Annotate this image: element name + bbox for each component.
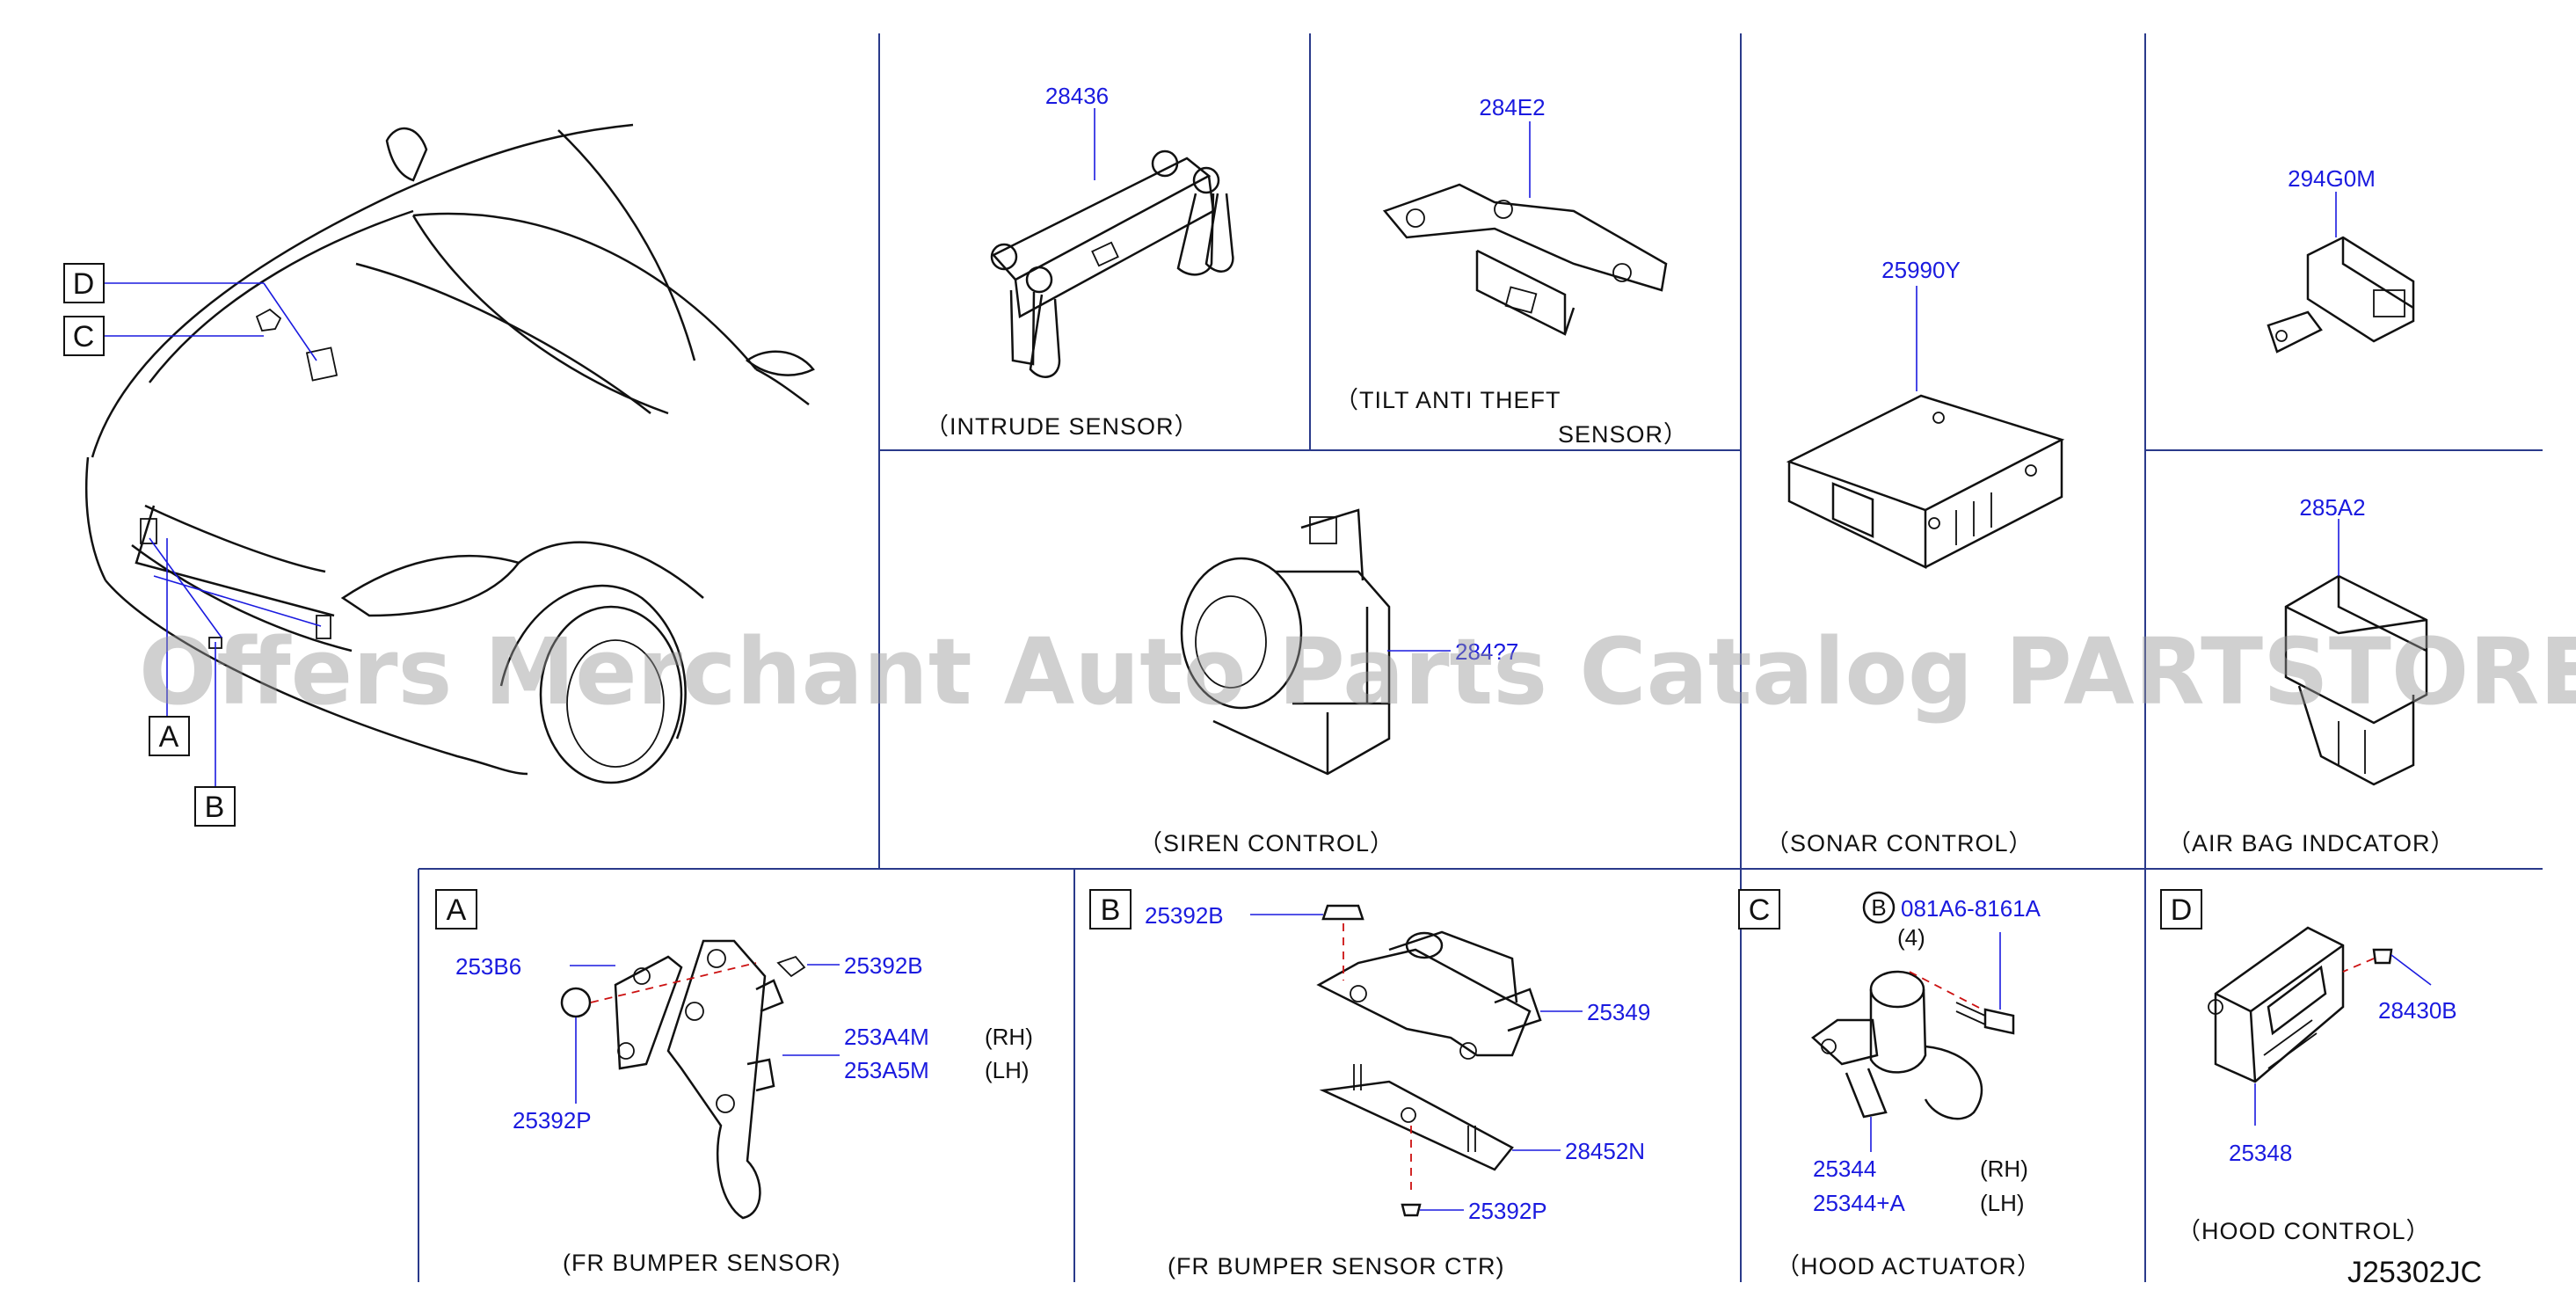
caption-fr-bumper-sensor-ctr: (FR BUMPER SENSOR CTR)	[1168, 1253, 1505, 1279]
part-number-25349: 25349	[1587, 999, 1650, 1025]
fr-bumper-hidden-line	[590, 962, 757, 1003]
panel-c-label: C	[1749, 893, 1771, 927]
car-callout-leaders	[104, 282, 322, 787]
caption-sonar-control: （SONAR CONTROL）	[1765, 830, 2034, 857]
side-rh-a: (RH)	[985, 1024, 1033, 1050]
panel-b-label: B	[1101, 893, 1121, 927]
part-number-28430B: 28430B	[2378, 997, 2457, 1024]
panel-b-callout: B	[1089, 889, 1132, 930]
callout-b-label: B	[205, 791, 225, 824]
part-number-28436: 28436	[1045, 83, 1109, 109]
caption-intrude-sensor: （INTRUDE SENSOR）	[925, 413, 1199, 440]
part-number-253A5M: 253A5M	[844, 1057, 929, 1083]
part-number-25344: 25344	[1813, 1156, 1876, 1182]
circled-b-label: B	[1871, 894, 1886, 921]
car-overview-drawing	[84, 123, 815, 784]
callout-c-label: C	[73, 320, 95, 354]
sonar-control-drawing	[1786, 394, 2065, 569]
side-lh-c: (LH)	[1980, 1190, 2025, 1216]
caption-tilt-line1: （TILT ANTI THEFT	[1335, 387, 1561, 413]
callout-a-label: A	[159, 720, 179, 754]
hood-actuator-drawing: B	[1811, 891, 2015, 1120]
part-number-25392P-a: 25392P	[513, 1107, 592, 1134]
caption-fr-bumper-sensor: (FR BUMPER SENSOR)	[563, 1250, 841, 1276]
caption-airbag-indicator: （AIR BAG INDCATOR）	[2167, 830, 2456, 857]
callout-box-b: B	[194, 786, 236, 827]
part-number-294G0M: 294G0M	[2288, 165, 2376, 192]
part-number-25392B-b: 25392B	[1145, 902, 1224, 929]
part-number-25392B-a: 25392B	[844, 952, 923, 979]
tilt-sensor-drawing	[1382, 183, 1668, 336]
hood-control-drawing	[2208, 926, 2393, 1083]
caption-hood-actuator: （HOOD ACTUATOR）	[1776, 1253, 2041, 1279]
hood-actuator-hidden-line	[1909, 971, 1983, 1010]
quantity-4: (4)	[1897, 924, 1925, 951]
part-number-253B6: 253B6	[455, 953, 521, 980]
part-number-25344-A: 25344+A	[1813, 1190, 1905, 1216]
part-number-253A4M: 253A4M	[844, 1024, 929, 1050]
part-number-25990Y: 25990Y	[1881, 257, 1961, 283]
panel-a-callout: A	[435, 889, 477, 930]
watermark-text: Offers Merchant Auto Parts Catalog PARTS…	[139, 618, 2576, 725]
panel-d-callout: D	[2160, 889, 2202, 930]
part-number-284E2: 284E2	[1479, 94, 1545, 120]
panel-d-label: D	[2171, 893, 2193, 927]
callout-box-c: C	[63, 316, 105, 356]
grid-frame	[418, 33, 2543, 1282]
part-number-285A2: 285A2	[2299, 494, 2365, 521]
callout-d-label: D	[73, 267, 95, 301]
intrude-sensor-drawing	[990, 149, 1234, 378]
part-number-081A6-8161A: 081A6-8161A	[1901, 895, 2041, 922]
side-lh-a: (LH)	[985, 1057, 1030, 1083]
panel-a-label: A	[447, 893, 467, 927]
part-number-25392P-b: 25392P	[1468, 1198, 1547, 1224]
callout-box-a: A	[149, 716, 190, 756]
leader-28430B	[2390, 954, 2432, 986]
panel-c-callout: C	[1738, 889, 1780, 930]
diagram-code: J25302JC	[2347, 1256, 2482, 1289]
module-294G0M-drawing	[2267, 236, 2415, 354]
hood-control-hidden-line	[2342, 958, 2375, 973]
fr-bumper-sensor-drawing	[560, 939, 806, 1220]
part-number-25348: 25348	[2229, 1140, 2292, 1166]
caption-siren-control: （SIREN CONTROL）	[1139, 830, 1394, 857]
caption-hood-control: （HOOD CONTROL）	[2177, 1218, 2431, 1244]
part-number-28452N: 28452N	[1565, 1138, 1645, 1164]
caption-tilt-line2: SENSOR）	[1558, 421, 1688, 448]
side-rh-c: (RH)	[1980, 1156, 2028, 1182]
siren-control-drawing	[1180, 508, 1391, 776]
callout-box-d: D	[63, 263, 105, 303]
fr-bumper-sensor-ctr-drawing	[1316, 904, 1542, 1217]
part-number-284x7: 284?7	[1455, 638, 1518, 665]
